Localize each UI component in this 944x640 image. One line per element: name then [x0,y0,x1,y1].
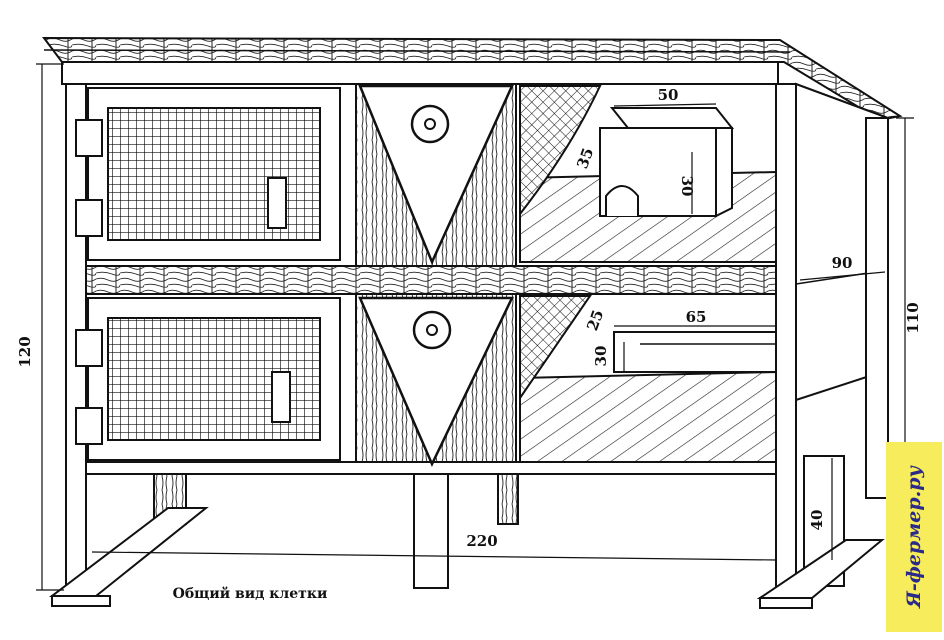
dim-shelf-height: 30 [592,346,610,367]
watermark-text: Я-фермер.ру [903,466,925,608]
watermark-box [886,442,942,632]
door-top [75,87,341,261]
feeder-top [355,83,517,267]
door-bottom [75,297,341,461]
feeder-bottom [355,293,517,468]
dim-leg-height: 40 [808,510,826,531]
dim-total-length: 220 [466,532,497,550]
compartment-bottom [519,295,777,463]
drawing-caption: Общий вид клетки [173,585,328,602]
nest-box [599,107,735,218]
dim-height-total: 120 [16,336,34,367]
cage-frame [61,61,889,595]
dim-house-height: 30 [678,176,696,197]
dim-house-depth: 35 [573,145,597,171]
dim-side-depth: 90 [832,254,853,272]
dim-back-height: 110 [904,302,922,333]
dim-roof-width: 50 [658,86,679,104]
dim-shelf-width: 65 [686,308,707,326]
dim-shelf-offset: 25 [583,307,607,333]
